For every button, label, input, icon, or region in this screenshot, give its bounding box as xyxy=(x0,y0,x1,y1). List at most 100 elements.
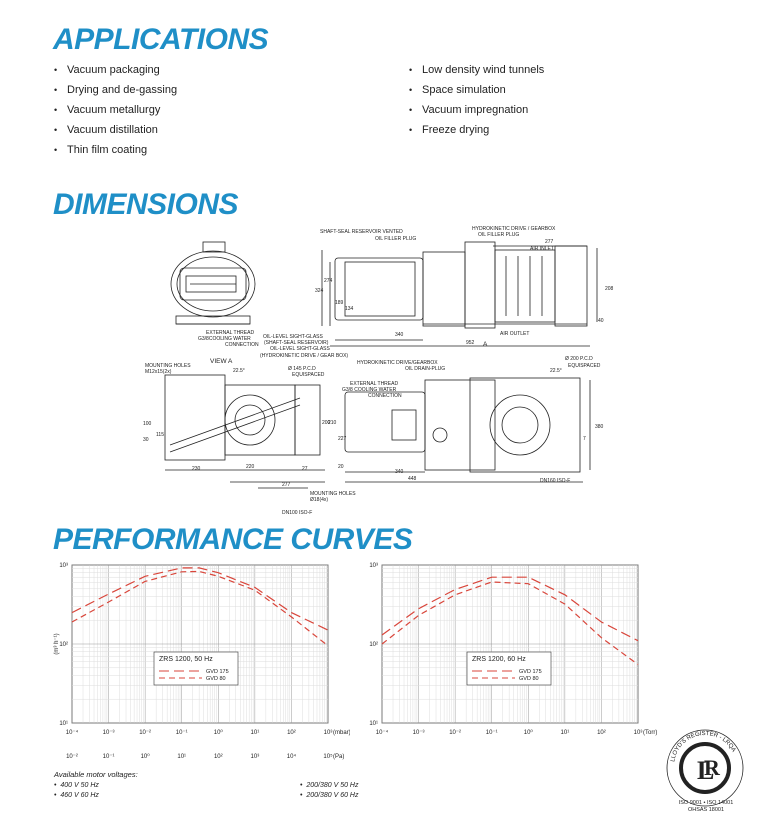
list-item: Vacuum impregnation xyxy=(409,100,544,120)
dim-277a: 277 xyxy=(545,239,554,245)
x-tick-label-pa: 10³ xyxy=(251,754,260,760)
legend-label: GVD 80 xyxy=(519,676,539,682)
dim-277b: 277 xyxy=(282,482,291,488)
dim-220: 220 xyxy=(246,464,255,470)
x-tick-label: 10⁻² xyxy=(449,730,461,736)
x-tick-label-pa: 10⁴ xyxy=(287,753,297,760)
pcd145-label: Ø 145 P.C.D xyxy=(288,366,316,372)
hydro-drive-label: HYDROKINETIC DRIVE / GEARBOX xyxy=(472,226,556,232)
x-tick-label-pa: 10⁻² xyxy=(66,754,78,760)
voltage-item: • 200/380 V 50 Hz xyxy=(300,782,359,789)
ext-thread-label: EXTERNAL THREAD xyxy=(206,330,254,336)
dim-100: 100 xyxy=(143,421,152,427)
dim-7: 7 xyxy=(583,436,586,442)
cooling-label: G3/8COOLING WATER xyxy=(198,336,251,342)
list-item: Vacuum metallurgy xyxy=(54,100,177,120)
dn160-label: DN160 ISO-F xyxy=(540,478,570,484)
oil-sight-label-4: (HYDROKINETIC DRIVE / GEAR BOX) xyxy=(260,353,348,359)
mounting-holes-label-2: MOUNTING HOLES xyxy=(310,491,356,497)
hydro-oil-filler-label: OIL FILLER PLUG xyxy=(478,232,519,238)
list-item: Vacuum distillation xyxy=(54,120,177,140)
hydro-drain-label-1: HYDROKINETIC DRIVE/GEARBOX xyxy=(357,360,438,366)
lloyds-register-logo: L R LLOYD'S REGISTER - LRQA xyxy=(666,729,744,807)
y-tick-label: 10¹ xyxy=(59,721,68,727)
series-line-gvd-80 xyxy=(381,581,639,665)
dim-134: 134 xyxy=(345,306,354,312)
x-tick-label: 10³ xyxy=(324,730,333,736)
y-tick-label: 10² xyxy=(59,642,68,648)
d18-label: Ø18(4x) xyxy=(310,497,328,503)
y-tick-label: 10¹ xyxy=(369,721,378,727)
svg-text:L: L xyxy=(697,756,714,785)
dim-448: 448 xyxy=(408,476,417,482)
x-tick-label-pa: 10¹ xyxy=(177,754,186,760)
list-item: Thin film coating xyxy=(54,140,177,160)
dim-189: 189 xyxy=(335,300,344,306)
x-unit-label: (Torr) xyxy=(643,730,657,736)
view-a-label: VIEW A xyxy=(210,358,233,365)
series-line-gvd-175 xyxy=(381,576,639,642)
dim-40: 40 xyxy=(598,318,604,324)
x-tick-label: 10⁻⁴ xyxy=(376,729,389,736)
view-a-drawing xyxy=(164,374,325,489)
connection-label-2: CONNECTION xyxy=(368,393,402,399)
applications-list-left: Vacuum packaging Drying and de-gassing V… xyxy=(54,60,177,160)
mounting-holes-label: MOUNTING HOLES xyxy=(145,363,191,369)
equispaced-label-2: EQUISPACED xyxy=(568,363,601,369)
dim-230: 230 xyxy=(192,466,201,472)
dim-274: 274 xyxy=(324,278,333,284)
dim-30: 30 xyxy=(143,437,149,443)
equispaced-label-1: EQUISPACED xyxy=(292,372,325,378)
list-item: Freeze drying xyxy=(409,120,544,140)
x-tick-label: 10⁰ xyxy=(524,729,534,736)
dim-227: 227 xyxy=(338,436,347,442)
a-marker-label: A xyxy=(483,341,488,348)
m12-label: M12x15(2x) xyxy=(145,369,172,375)
x-tick-label: 10⁻⁴ xyxy=(66,729,79,736)
list-item: Low density wind tunnels xyxy=(409,60,544,80)
oil-filler-label: OIL FILLER PLUG xyxy=(375,236,416,242)
applications-heading: APPLICATIONS xyxy=(53,23,269,56)
x-tick-label: 10¹ xyxy=(561,730,570,736)
dim-27: 27 xyxy=(302,466,308,472)
hydro-drain-label-2: OIL DRAIN-PLUG xyxy=(405,366,445,372)
y-axis-label: (m³ h⁻¹) xyxy=(54,633,60,654)
dim-952: 952 xyxy=(466,340,475,346)
cooling-label-2: G3/8 COOLING WATER xyxy=(342,387,397,393)
air-inlet-label: AIR INLET xyxy=(530,246,554,252)
legend-label: GVD 175 xyxy=(519,669,542,675)
x-tick-label-pa: 10⁻¹ xyxy=(103,754,115,760)
voltage-item: • 400 V 50 Hz xyxy=(54,782,99,789)
voltage-item: • 200/380 V 60 Hz xyxy=(300,792,359,799)
list-item: Space simulation xyxy=(409,80,544,100)
dimension-drawings: EXTERNAL THREAD G3/8COOLING WATER CONNEC… xyxy=(143,226,614,516)
x-unit-label-pa: (Pa) xyxy=(333,754,344,760)
side-view-drawing xyxy=(321,241,598,347)
dim-380: 380 xyxy=(595,424,604,430)
x-unit-label: (mbar) xyxy=(333,730,350,736)
dim-210: 210 xyxy=(328,420,337,426)
x-tick-label: 10² xyxy=(597,730,606,736)
x-tick-label-pa: 10⁵ xyxy=(323,753,333,760)
x-tick-label: 10³ xyxy=(634,730,643,736)
dim-115: 115 xyxy=(156,432,164,438)
y-tick-label: 10² xyxy=(369,642,378,648)
dimensions-heading: DIMENSIONS xyxy=(53,188,239,221)
performance-heading: PERFORMANCE CURVES xyxy=(53,523,413,556)
shaft-seal-label: SHAFT-SEAL RESERVOIR VENTED xyxy=(320,229,403,235)
legend-title: ZRS 1200, 50 Hz xyxy=(159,656,213,663)
dim-208: 208 xyxy=(605,286,614,292)
x-tick-label-pa: 10² xyxy=(214,754,223,760)
dim-340b: 340 xyxy=(395,469,404,475)
y-tick-label: 10³ xyxy=(369,563,378,569)
x-tick-label: 10⁻¹ xyxy=(176,730,188,736)
x-tick-label: 10⁰ xyxy=(214,729,224,736)
connection-label: CONNECTION xyxy=(225,342,259,348)
air-outlet-label: AIR OUTLET xyxy=(500,331,529,337)
cert-line-2: OHSAS 18001 xyxy=(687,807,725,813)
voltage-item: • 460 V 60 Hz xyxy=(54,792,99,799)
x-tick-label-pa: 10⁰ xyxy=(141,753,151,760)
legend-box xyxy=(153,651,239,686)
